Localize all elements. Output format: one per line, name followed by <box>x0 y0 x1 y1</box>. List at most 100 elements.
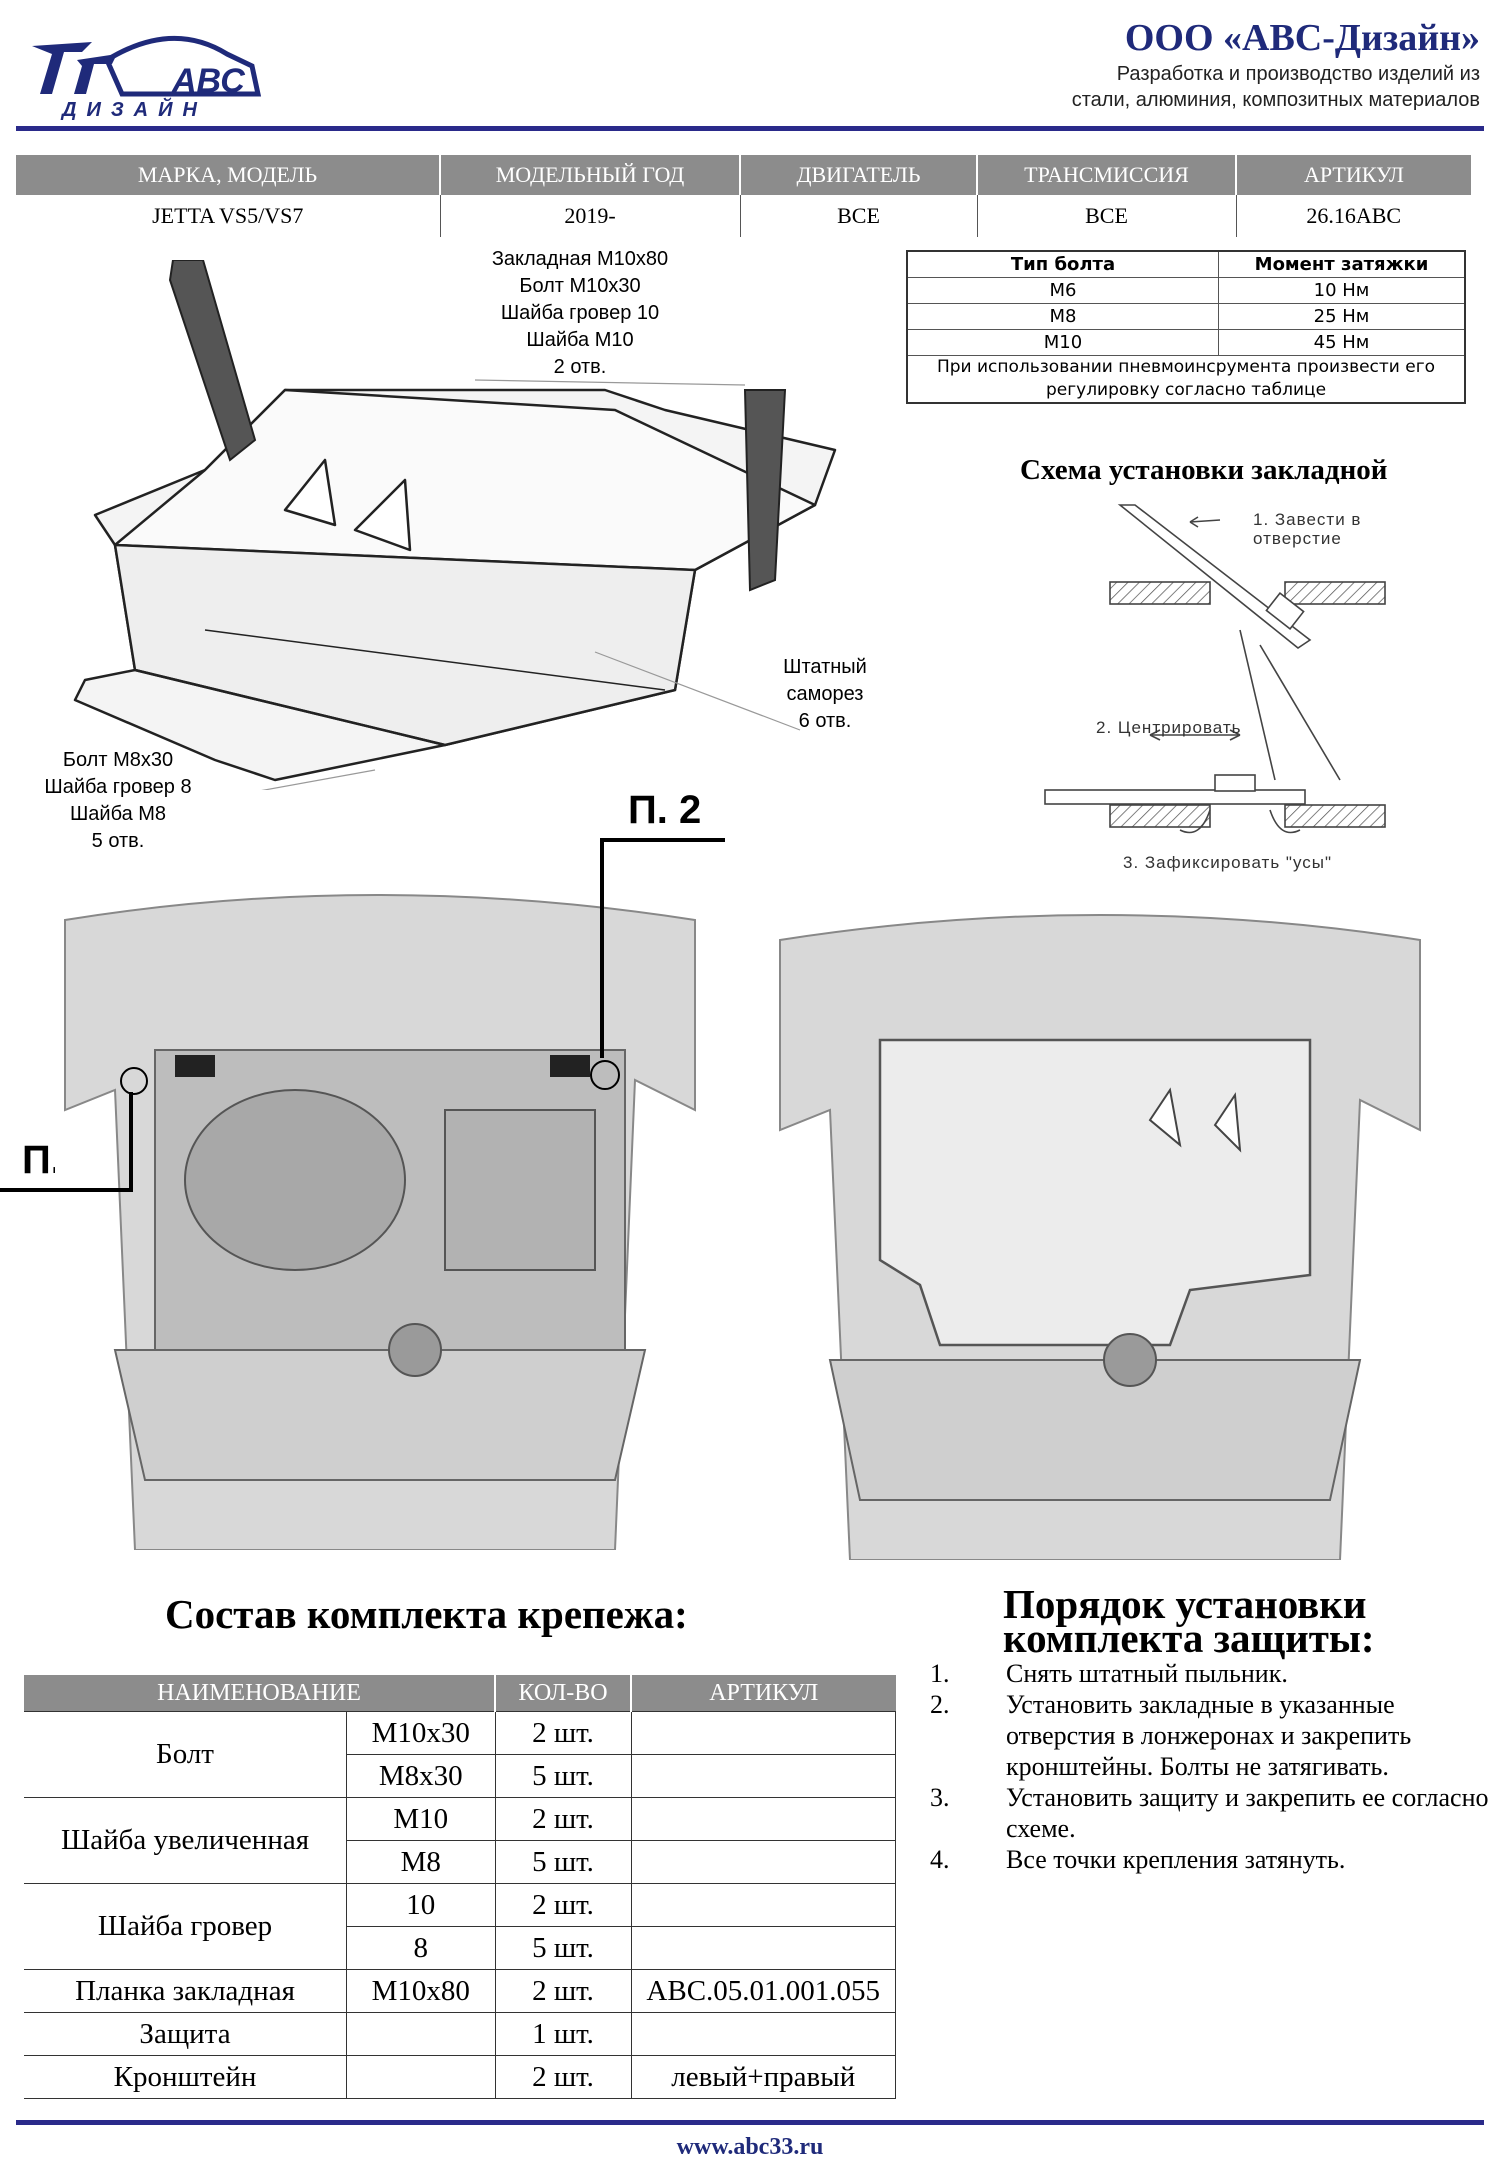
callout-line: 6 отв. <box>798 710 852 732</box>
installation-order-title: Порядок установки комплекта защиты: <box>1003 1581 1375 1661</box>
step-number: 3. <box>930 1783 950 1812</box>
torque-header: Тип болта <box>906 250 1219 278</box>
mount-point-marker-left <box>120 1067 148 1095</box>
callout-line: Шайба М8 <box>69 803 167 825</box>
spec-engine: ВСЕ <box>739 195 977 237</box>
step-text: Установить защиту и закрепить ее согласн… <box>1006 1783 1489 1843</box>
spec-year: 2019- <box>439 195 740 237</box>
scheme-step-1-line: отверстие <box>1253 529 1342 548</box>
callout-line: саморез <box>786 683 864 705</box>
footer-divider <box>16 2120 1484 2125</box>
vehicle-spec-table: МАРКА, МОДЕЛЬ МОДЕЛЬНЫЙ ГОД ДВИГАТЕЛЬ ТР… <box>16 155 1471 237</box>
leader-line-top <box>600 838 604 1058</box>
callout-line: Болт М8х30 <box>62 749 174 771</box>
logo-text: ДИЗАЙН <box>60 97 207 120</box>
kit-item-article <box>630 1883 896 1927</box>
kit-item-article: АВС.05.01.001.055 <box>630 1969 896 2013</box>
kit-item-size: М10х30 <box>346 1711 496 1755</box>
callout-line: Шайба гровер 8 <box>44 776 192 798</box>
scheme-step-1: 1. Завести в отверстие <box>1253 510 1361 548</box>
torque-value: 45 Нм <box>1218 329 1466 356</box>
kit-item-article <box>630 1840 896 1884</box>
kit-item-qty: 5 шт. <box>494 1926 632 1970</box>
callout-bolt-m8: Болт М8х30 Шайба гровер 8 Шайба М8 5 отв… <box>28 747 208 855</box>
torque-bolt: М6 <box>906 277 1219 304</box>
photo-underbody-after <box>770 900 1430 1561</box>
scheme-step-1-line: 1. Завести в <box>1253 510 1362 529</box>
p2-label-top: П. 2 <box>628 788 702 832</box>
fastener-kit-table: НАИМЕНОВАНИЕ КОЛ-ВО АРТИКУЛ Болт М10х30 … <box>24 1675 896 2099</box>
kit-item-article: левый+правый <box>630 2055 896 2099</box>
step-text: Установить закладные в указанные отверст… <box>1006 1690 1412 1781</box>
installation-order-title-line: Порядок установки <box>1003 1581 1367 1627</box>
kit-item-size: М10х80 <box>346 1969 496 2013</box>
scheme-diagram <box>1040 500 1420 880</box>
callout-line: Закладная М10х80 <box>491 248 669 270</box>
kit-item-article <box>630 1711 896 1755</box>
kit-item-name: Шайба гровер <box>24 1883 348 1970</box>
scheme-step-2: 2. Центрировать <box>1096 718 1242 737</box>
spec-transmission: ВСЕ <box>976 195 1236 237</box>
callout-mounting-plate: Закладная М10х80 Болт М10х30 Шайба грове… <box>470 246 690 381</box>
logo-graphic: АВС ДИЗАЙН <box>32 36 262 121</box>
company-tagline-2: стали, алюминия, композитных материалов <box>1071 89 1480 111</box>
step-text: Снять штатный пыльник. <box>1006 1659 1288 1688</box>
kit-item-size <box>346 2012 496 2056</box>
company-logo: АВС ДИЗАЙН <box>22 24 302 121</box>
mount-point-marker-right <box>590 1060 620 1090</box>
installation-steps: 1.Снять штатный пыльник. 2. Установить за… <box>930 1658 1490 1875</box>
spec-header: ТРАНСМИССИЯ <box>976 155 1236 195</box>
kit-item-size <box>346 2055 496 2099</box>
installation-step: 4. Все точки крепления затянуть. <box>930 1844 1490 1875</box>
installation-step: 2. Установить закладные в указанные отвер… <box>930 1689 1490 1782</box>
kit-item-size: М8х30 <box>346 1754 496 1798</box>
spec-header: МАРКА, МОДЕЛЬ <box>16 155 440 195</box>
callout-self-tapping-screw: Штатный саморез 6 отв. <box>755 654 895 735</box>
torque-bolt: М8 <box>906 303 1219 330</box>
kit-item-name: Планка закладная <box>24 1969 348 2013</box>
callout-line: 5 отв. <box>91 830 145 852</box>
torque-note: При использовании пневмоинсрумента произ… <box>906 355 1466 404</box>
installation-order-title-line: комплекта защиты: <box>1003 1615 1375 1661</box>
company-name: ООО «АВС-Дизайн» <box>1124 17 1480 59</box>
kit-item-qty: 5 шт. <box>494 1754 632 1798</box>
kit-item-qty: 2 шт. <box>494 1969 632 2013</box>
torque-value: 25 Нм <box>1218 303 1466 330</box>
spec-header: ДВИГАТЕЛЬ <box>739 155 977 195</box>
callout-line: Шайба М10 <box>526 329 634 351</box>
leader-line-left-v <box>129 1092 133 1192</box>
spec-article: 26.16АВС <box>1235 195 1471 237</box>
kit-item-qty: 2 шт. <box>494 1883 632 1927</box>
kit-item-qty: 1 шт. <box>494 2012 632 2056</box>
callout-line: Штатный <box>783 656 867 678</box>
torque-header: Момент затяжки <box>1218 250 1466 278</box>
installation-step: 3. Установить защиту и закрепить ее согла… <box>930 1782 1490 1844</box>
kit-header: НАИМЕНОВАНИЕ <box>24 1675 495 1712</box>
skid-plate-drawing <box>54 259 855 829</box>
callout-line: Болт М10х30 <box>519 275 641 297</box>
kit-item-size: 8 <box>346 1926 496 1970</box>
kit-item-qty: 2 шт. <box>494 2055 632 2099</box>
step-number: 2. <box>930 1690 950 1719</box>
scheme-title: Схема установки закладной <box>1020 454 1388 486</box>
installation-step: 1.Снять штатный пыльник. <box>930 1658 1490 1689</box>
kit-item-qty: 2 шт. <box>494 1797 632 1841</box>
kit-item-name: Шайба увеличенная <box>24 1797 348 1884</box>
photo-underbody-before <box>55 880 700 1551</box>
kit-header: АРТИКУЛ <box>630 1675 896 1712</box>
step-text: Все точки крепления затянуть. <box>1006 1845 1346 1874</box>
company-tagline-1: Разработка и производство изделий из <box>1116 63 1480 85</box>
callout-line: 2 отв. <box>553 356 607 378</box>
website-link[interactable]: www.abc33.ru <box>676 2134 824 2160</box>
torque-value: 10 Нм <box>1218 277 1466 304</box>
spec-header: МОДЕЛЬНЫЙ ГОД <box>439 155 740 195</box>
kit-title: Состав комплекта крепежа: <box>165 1591 688 1637</box>
kit-item-name: Болт <box>24 1711 348 1798</box>
spec-model: JETTA VS5/VS7 <box>152 203 304 228</box>
callout-line: Шайба гровер 10 <box>500 302 660 324</box>
kit-item-qty: 2 шт. <box>494 1711 632 1755</box>
scheme-step-3: 3. Зафиксировать "усы" <box>1123 853 1333 872</box>
step-number: 4. <box>930 1845 950 1874</box>
kit-header: КОЛ-ВО <box>494 1675 631 1712</box>
